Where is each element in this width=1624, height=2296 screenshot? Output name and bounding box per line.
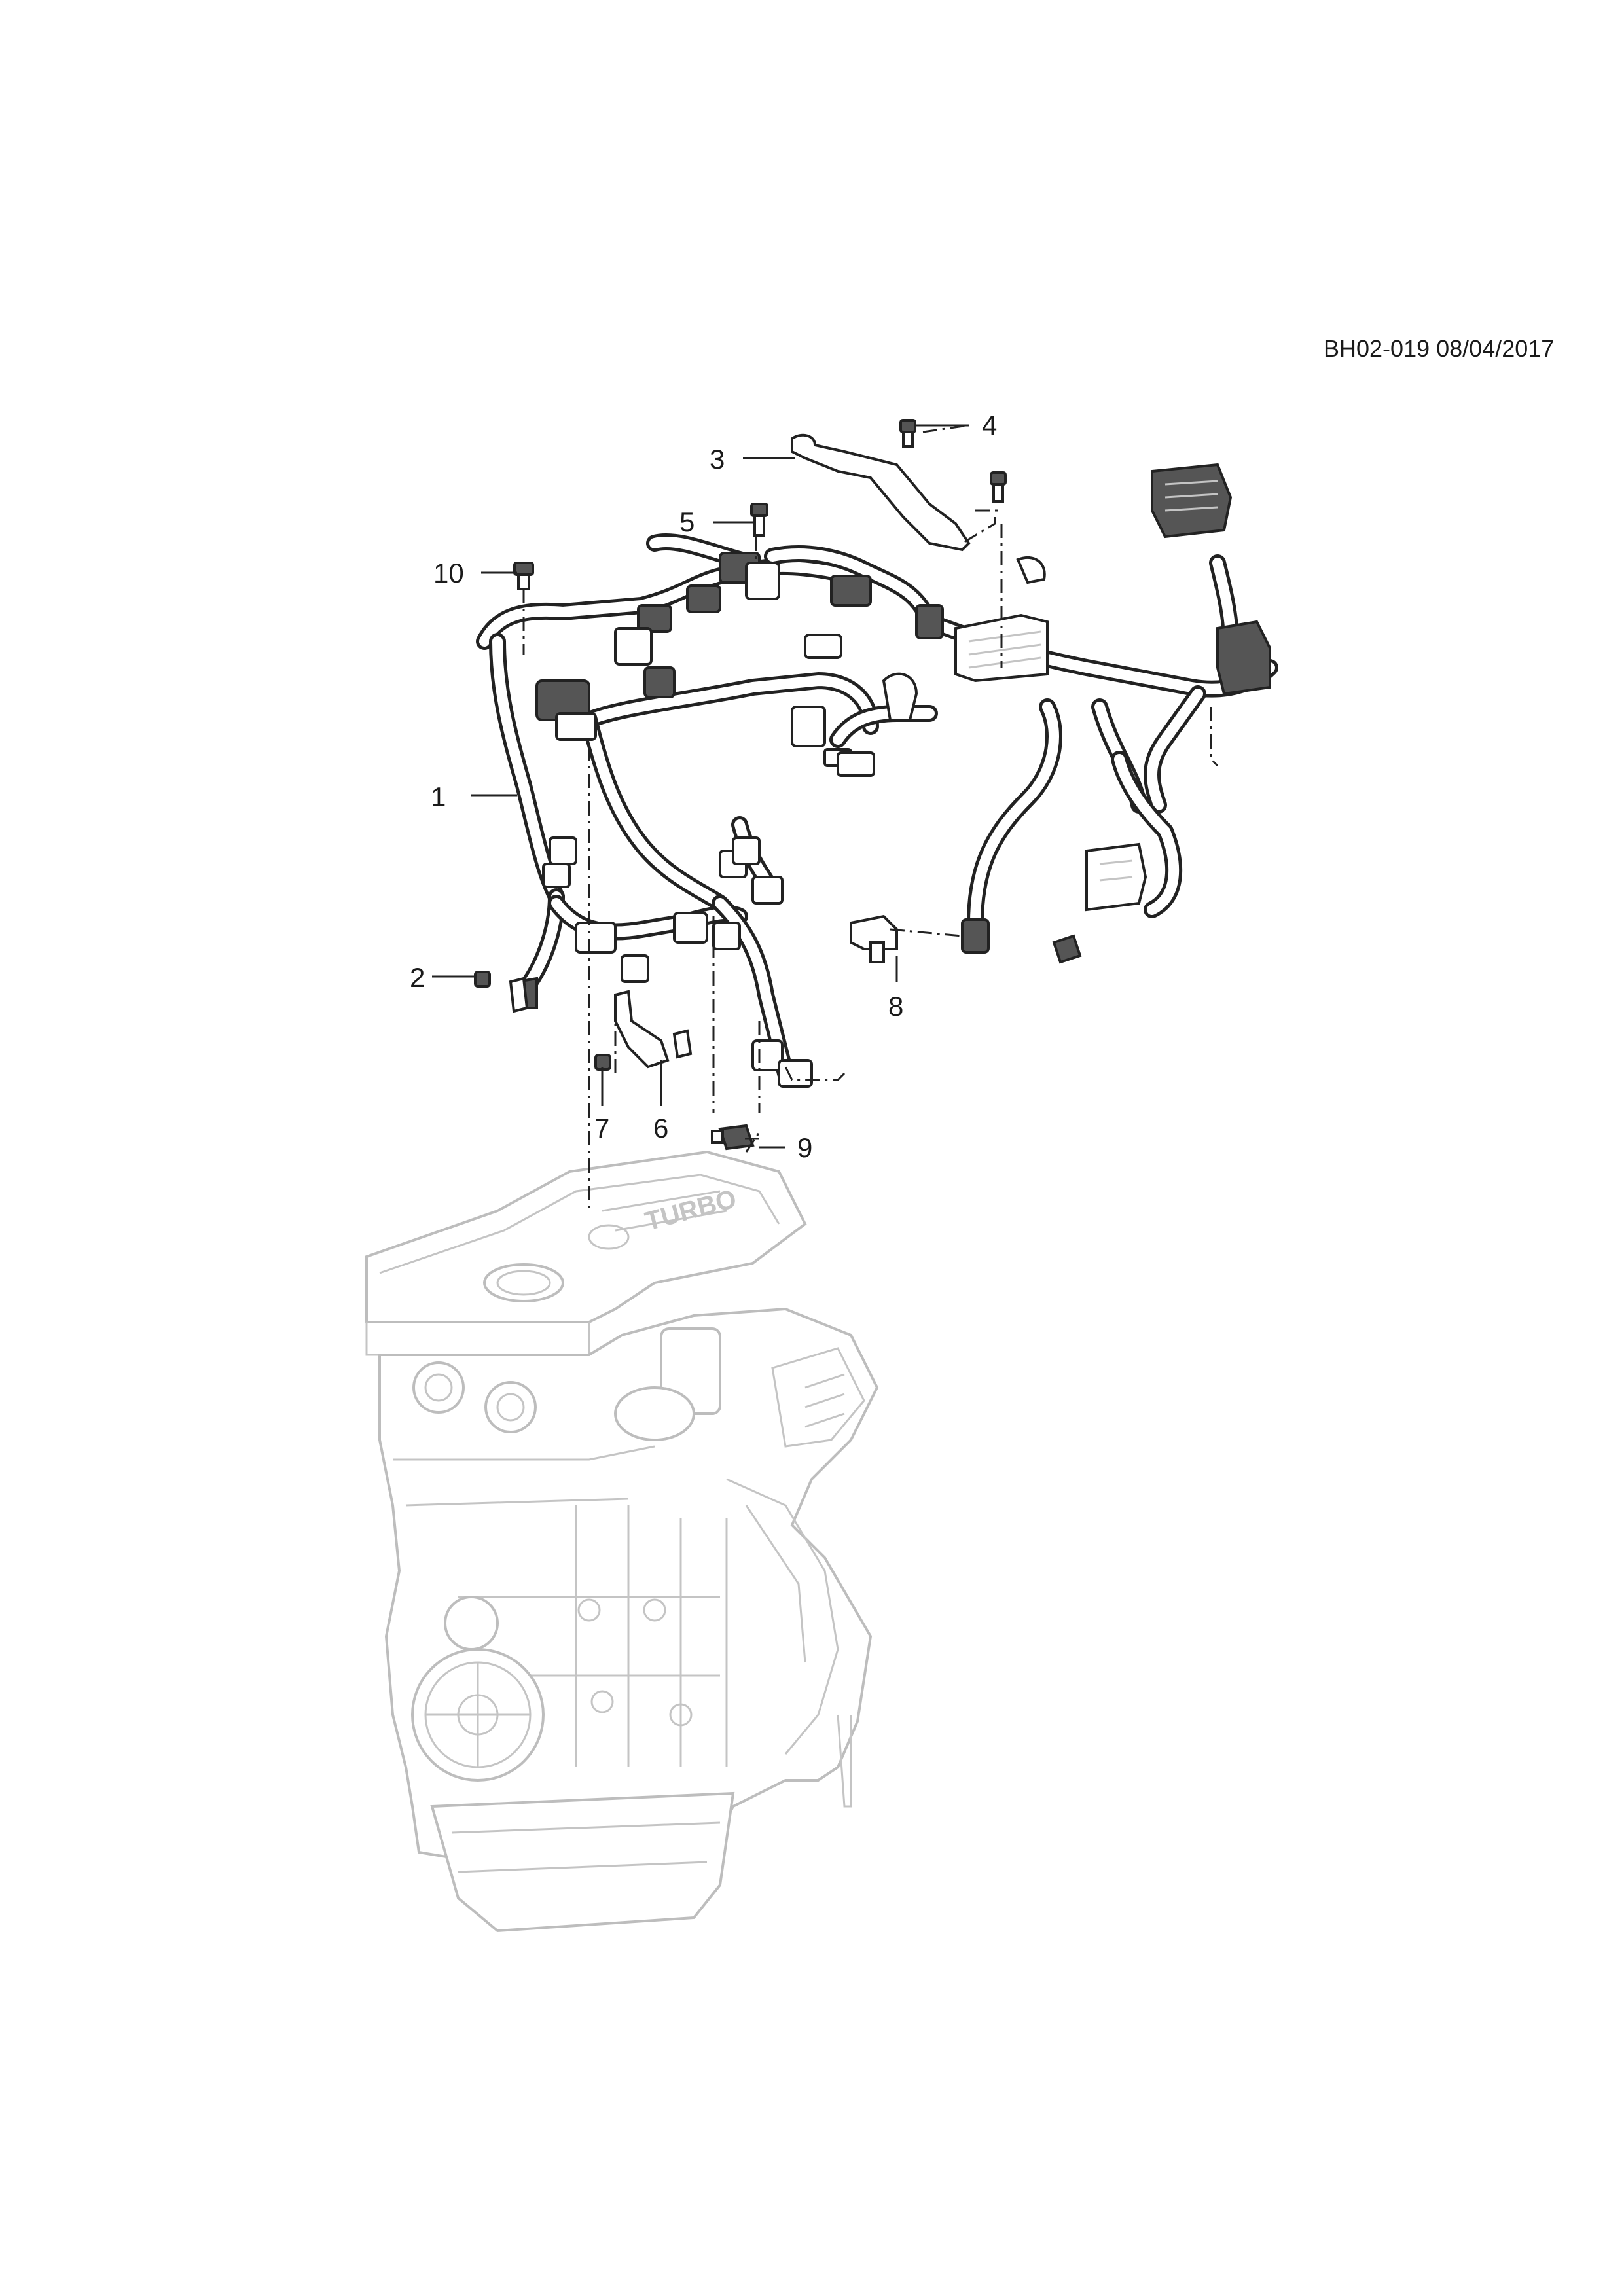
callout-7: 7 — [594, 1113, 609, 1143]
callout-4: 4 — [982, 410, 997, 440]
clip-part-9 — [711, 1124, 755, 1151]
diagram-reference-code: BH02-019 08/04/2017 — [1324, 335, 1555, 362]
callout-leader-lines — [432, 424, 969, 1149]
bracket-part-8 — [850, 914, 898, 950]
clip-part-10 — [513, 562, 534, 590]
callout-9: 9 — [797, 1132, 812, 1163]
callout-5: 5 — [679, 507, 695, 537]
engine-wiring-harness — [476, 463, 1278, 1088]
callout-2: 2 — [410, 962, 425, 993]
callout-6: 6 — [653, 1113, 668, 1143]
callout-10: 10 — [433, 558, 464, 588]
callout-3: 3 — [710, 444, 725, 475]
bolt-part-4 — [899, 419, 1007, 503]
assembly-dashed-lines — [522, 424, 1219, 1211]
callout-1: 1 — [431, 781, 446, 812]
bracket-part-6 — [614, 990, 670, 1069]
callout-8: 8 — [888, 991, 903, 1022]
bolt-part-5 — [750, 503, 768, 537]
fastener-part-2 — [474, 971, 529, 1013]
bracket-part-3 — [791, 433, 971, 552]
engine-block-illustration: TURBO — [365, 1150, 879, 1933]
